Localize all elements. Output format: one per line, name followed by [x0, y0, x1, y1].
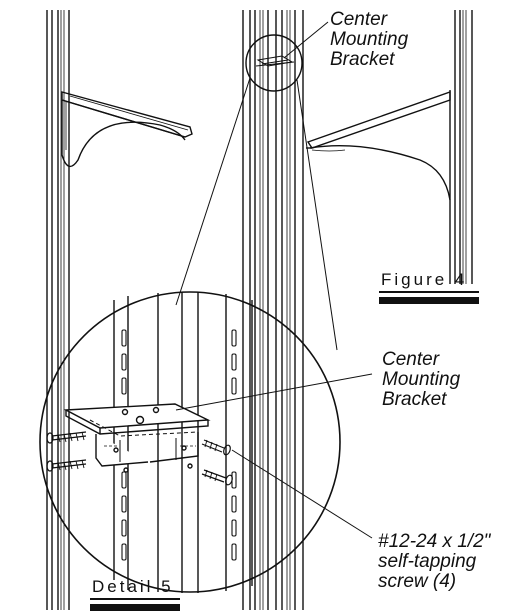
center-bracket-label-detail: Center Mounting Bracket — [382, 350, 460, 410]
screw-label: #12-24 x 1/2" self-tapping screw (4) — [378, 532, 490, 592]
left-shelf-bracket — [61, 91, 193, 168]
detail-caption-rule — [90, 598, 180, 600]
detail-caption: Detail 5 — [92, 577, 174, 596]
detail-leader-right — [296, 79, 338, 351]
label-line: Bracket — [382, 389, 447, 410]
label-line: Bracket — [330, 49, 395, 70]
middle-standard — [242, 10, 304, 610]
detail-center-bracket — [63, 403, 211, 473]
detail-leader-left — [175, 77, 251, 306]
right-shelf-bracket — [306, 91, 451, 201]
detail-slots — [121, 329, 237, 561]
label-line: Mounting — [330, 29, 409, 50]
left-standard — [46, 10, 70, 610]
small-center-bracket — [255, 55, 295, 67]
center-bracket-leader-detail — [175, 373, 373, 411]
detail-standards — [113, 292, 253, 593]
label-line: #12-24 x 1/2" — [378, 531, 491, 552]
label-line: Center — [330, 9, 388, 30]
right-standard — [449, 10, 473, 284]
figure-caption-bar — [379, 297, 479, 304]
label-line: screw (4) — [378, 571, 457, 592]
screw-leader — [231, 449, 373, 539]
center-bracket-leader-top — [283, 21, 329, 59]
detail-circle — [39, 291, 341, 593]
detail-screws — [46, 431, 233, 486]
highlight-circle — [245, 34, 303, 92]
figure-caption-rule — [379, 291, 479, 293]
detail-caption-bar — [90, 604, 180, 611]
center-bracket-label-top: Center Mounting Bracket — [330, 10, 408, 70]
label-line: Center — [382, 349, 440, 370]
label-line: Mounting — [382, 369, 461, 390]
label-line: self-tapping — [378, 551, 477, 572]
figure-caption: Figure 4 — [381, 270, 468, 289]
